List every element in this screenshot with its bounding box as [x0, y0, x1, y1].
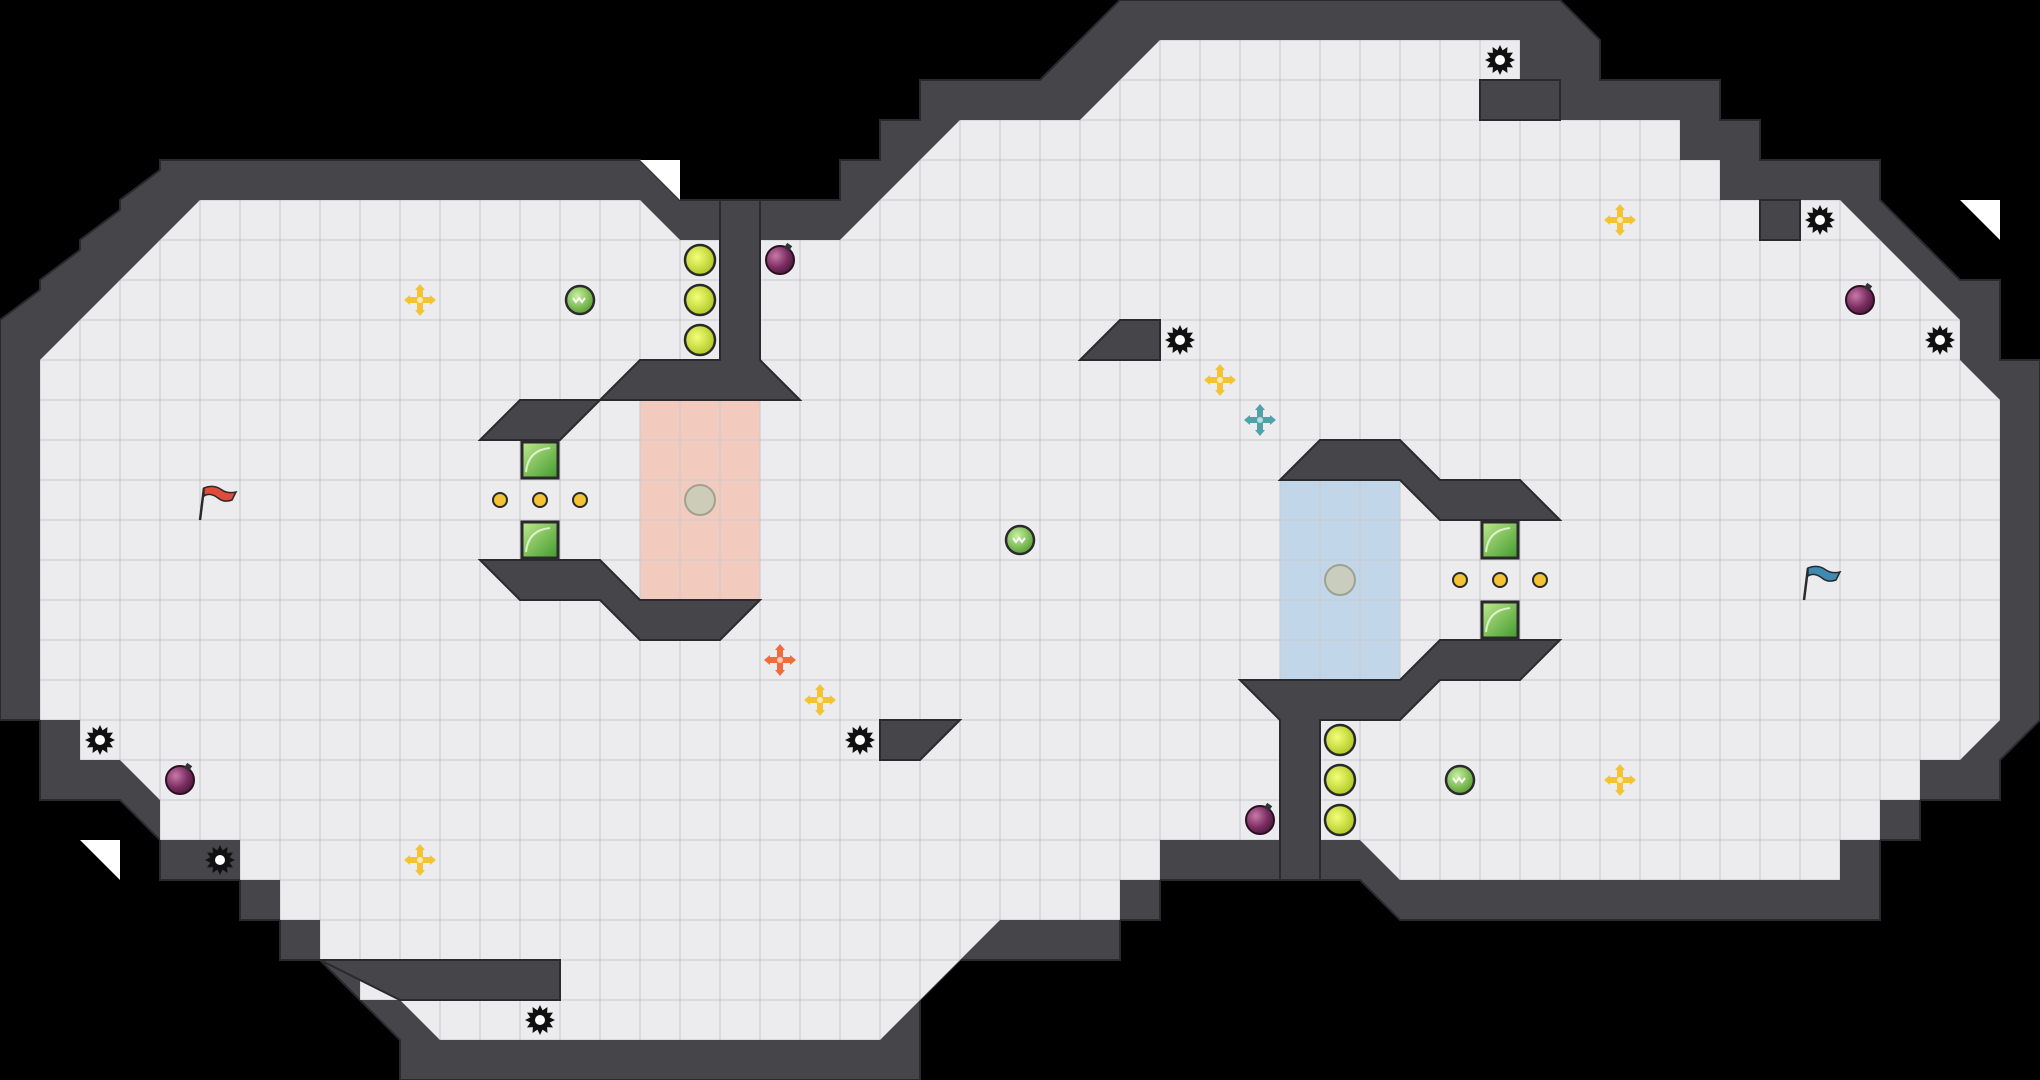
inner-wall — [1479, 79, 1561, 121]
game-objects — [85, 45, 1955, 1035]
wall-corner-highlight — [80, 840, 120, 880]
inner-wall — [1237, 639, 1563, 881]
gate-indicator-dot — [492, 492, 508, 508]
gate-block — [520, 440, 560, 480]
red-base-marker — [684, 484, 716, 516]
gate-block — [1480, 600, 1520, 640]
orange-powerup-icon — [764, 644, 796, 676]
spike-icon — [845, 725, 875, 755]
inner-walls — [80, 79, 2000, 1001]
powerup-icon — [1204, 364, 1236, 396]
button-icon[interactable] — [1323, 723, 1357, 757]
blue-base-marker — [1324, 564, 1356, 596]
inner-wall — [1277, 439, 1563, 521]
powerup-icon — [404, 844, 436, 876]
powerup-icon — [1604, 204, 1636, 236]
gate-indicator-dot — [1452, 572, 1468, 588]
wall-corner-highlight — [1960, 200, 2000, 240]
spike-icon — [1805, 205, 1835, 235]
gate-block — [1480, 520, 1520, 560]
gate-indicator-dot — [572, 492, 588, 508]
bomb-icon — [765, 242, 795, 275]
button-icon[interactable] — [1323, 803, 1357, 837]
blue-flag-icon[interactable] — [1802, 565, 1842, 601]
team-zones — [639, 399, 1401, 681]
teal-powerup-icon — [1244, 404, 1276, 436]
button-icon[interactable] — [683, 323, 717, 357]
inner-wall — [1759, 199, 1801, 241]
bomb-icon — [165, 762, 195, 795]
inner-wall — [477, 559, 763, 641]
inner-wall — [1077, 319, 1161, 361]
gate-indicator-dot — [532, 492, 548, 508]
gate-block — [520, 520, 560, 560]
spike-icon — [205, 845, 235, 875]
gate-indicator-dot — [1492, 572, 1508, 588]
spike-icon — [1485, 45, 1515, 75]
inner-wall — [319, 959, 561, 1001]
gate-indicator-dot — [1532, 572, 1548, 588]
spike-icon — [1925, 325, 1955, 355]
bomb-icon — [1245, 802, 1275, 835]
button-icon[interactable] — [1323, 763, 1357, 797]
speed-boost-icon — [1004, 524, 1036, 556]
powerup-icon — [404, 284, 436, 316]
inner-wall — [477, 199, 803, 441]
powerup-icon — [1604, 764, 1636, 796]
button-icon[interactable] — [683, 283, 717, 317]
speed-boost-icon — [1444, 764, 1476, 796]
spike-icon — [1165, 325, 1195, 355]
bomb-icon — [1845, 282, 1875, 315]
button-icon[interactable] — [683, 243, 717, 277]
red-flag-icon[interactable] — [198, 485, 238, 521]
spike-icon — [85, 725, 115, 755]
spike-icon — [525, 1005, 555, 1035]
inner-wall — [879, 719, 963, 761]
speed-boost-icon — [564, 284, 596, 316]
wall-corner-highlight — [640, 160, 680, 200]
powerup-icon — [804, 684, 836, 716]
